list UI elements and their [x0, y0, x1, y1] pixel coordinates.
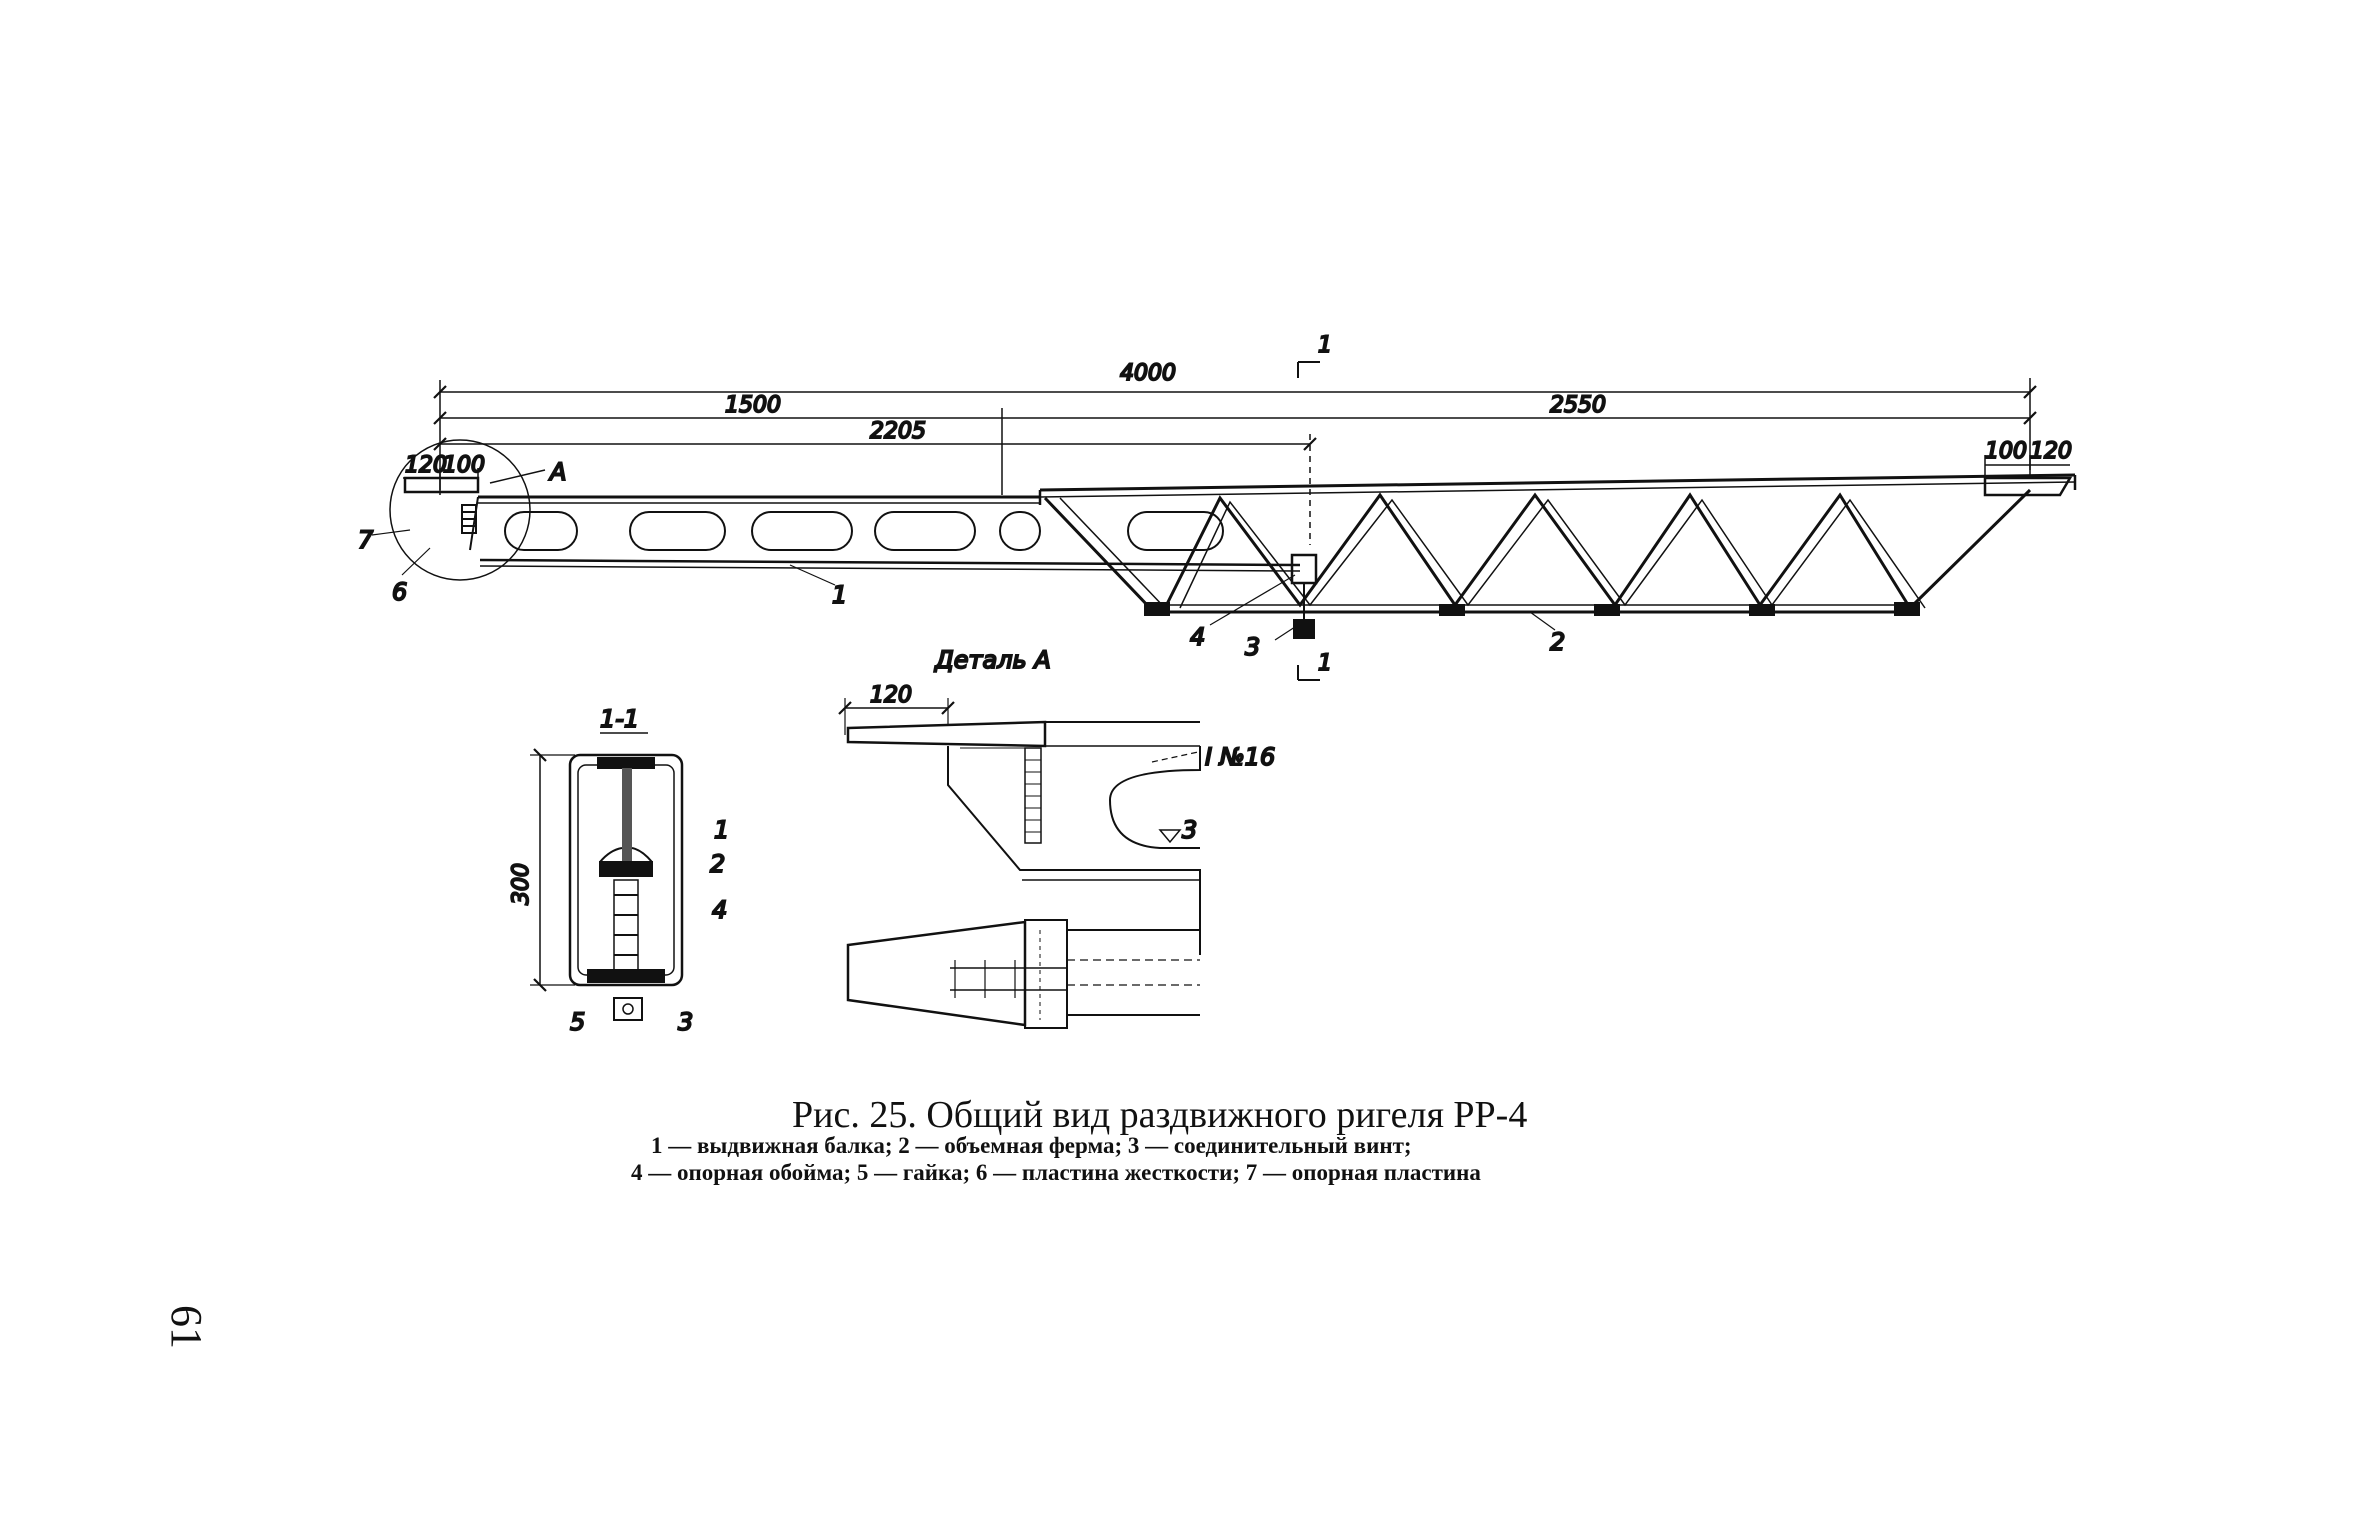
section-callout-2: 2 — [710, 850, 725, 878]
section-view: 1-1 300 1 2 4 5 3 — [508, 704, 730, 1037]
caption-legend-line1: 1 — выдвижная балка; 2 — объемная ферма;… — [651, 1133, 1412, 1158]
space-truss — [1038, 473, 2077, 616]
dim-end-right-b: 120 — [2030, 439, 2072, 464]
callout-3: 3 — [1245, 633, 1260, 661]
dim-right: 2550 — [1550, 393, 1606, 418]
detail-width-dim: 120 — [870, 683, 912, 708]
caption-legend-line2: 4 — опорная обойма; 5 — гайка; 6 — пласт… — [631, 1160, 1481, 1185]
callout-6: 6 — [392, 578, 407, 606]
section-mark-top: 1 — [1297, 332, 1333, 378]
dimension-lines — [403, 378, 2070, 545]
callout-2: 2 — [1550, 628, 1565, 656]
detail-beam-label: I №16 — [1205, 743, 1275, 771]
detail-title: Деталь А — [934, 646, 1051, 674]
detail-a-view: Деталь А 120 I №16 3 — [838, 645, 1276, 1029]
dim-inner: 2205 — [870, 419, 926, 444]
detail-weld-label: 3 — [1182, 816, 1197, 844]
svg-text:1: 1 — [1318, 651, 1332, 676]
dim-end-right-a: 100 — [1985, 439, 2027, 464]
caption-title: Рис. 25. Общий вид раздвижного ригеля РР… — [792, 1094, 1527, 1136]
callout-7: 7 — [358, 526, 374, 554]
section-height-dim: 300 — [509, 863, 534, 905]
section-callout-1: 1 — [714, 816, 729, 844]
section-callout-3: 3 — [678, 1008, 693, 1036]
section-callout-5: 5 — [570, 1008, 585, 1036]
svg-text:1: 1 — [1318, 333, 1332, 358]
main-callouts — [371, 529, 1556, 641]
support-clamp — [1290, 553, 1318, 639]
dim-end-left-b: 100 — [443, 453, 485, 478]
caption: Рис. 25. Общий вид раздвижного ригеля РР… — [631, 1094, 1527, 1185]
section-mark-bottom: 1 — [1297, 650, 1333, 681]
dim-left: 1500 — [725, 393, 781, 418]
callout-4: 4 — [1190, 623, 1205, 651]
section-title: 1-1 — [600, 705, 639, 733]
callout-1: 1 — [832, 581, 847, 609]
dim-overall: 4000 — [1120, 361, 1176, 386]
detail-a-mark: A — [548, 458, 566, 486]
right-support-plate — [1983, 476, 2073, 497]
main-view: 4000 1500 2550 2205 120 100 100 120 1 — [357, 332, 2077, 681]
extendable-beam — [403, 476, 1301, 572]
page-number: 61 — [162, 1305, 211, 1349]
section-callout-4: 4 — [712, 896, 727, 924]
detail-a-circle — [389, 439, 531, 581]
dim-end-left-a: 120 — [405, 453, 447, 478]
